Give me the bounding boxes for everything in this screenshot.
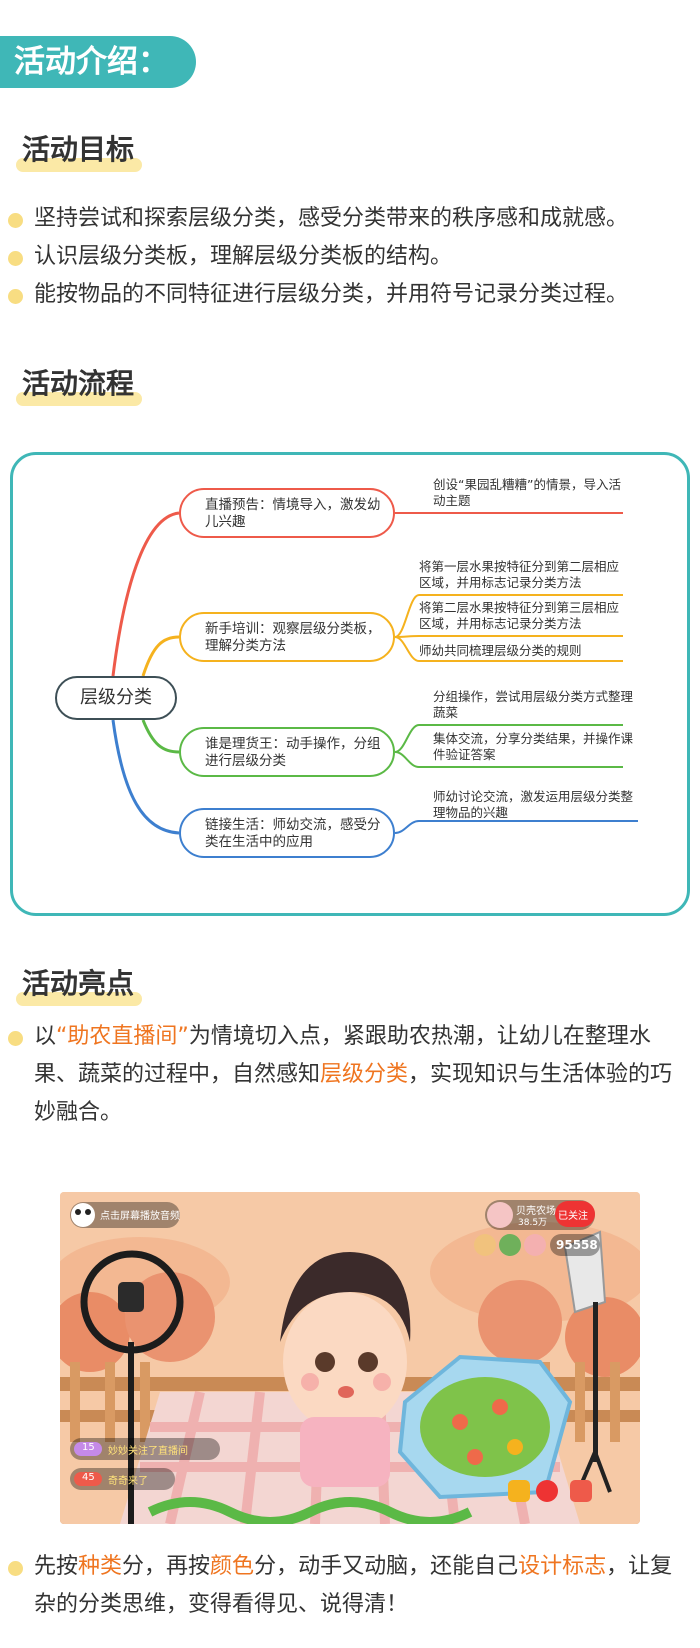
bullet-dot-icon	[8, 1561, 23, 1576]
viewer-count: 95558	[556, 1238, 598, 1252]
comment-level: 45	[82, 1472, 95, 1483]
highlight-text: 层级分类	[320, 1062, 409, 1087]
host-name: 贝壳农场	[516, 1206, 556, 1217]
goal-item: 坚持尝试和探索层级分类，感受分类带来的秩序感和成就感。	[8, 200, 698, 238]
highlight-paragraph-1: 以“助农直播间”为情境切入点，紧跟助农热潮，让幼儿在整理水果、蔬菜的过程中，自然…	[8, 1018, 674, 1132]
goal-item: 认识层级分类板，理解层级分类板的结构。	[8, 238, 698, 276]
title-highlight	[16, 992, 143, 1006]
mind-map-leaf: 师幼讨论交流，激发运用层级分类整理物品的兴趣	[433, 789, 634, 820]
mind-map-leaf: 分组操作，尝试用层级分类方式整理蔬菜	[433, 689, 634, 720]
title-highlight	[16, 158, 143, 172]
highlight-paragraph-2: 先按种类分，再按颜色分，动手又动脑，还能自己设计标志，让复杂的分类思维，变得看得…	[8, 1548, 674, 1624]
highlights-section-title: 活动亮点	[16, 962, 143, 1010]
mind-map-connectors	[111, 511, 638, 835]
flow-section-title: 活动流程	[16, 362, 143, 410]
goal-item: 能按物品的不同特征进行层级分类，并用符号记录分类过程。	[8, 276, 698, 314]
highlight-text: 种类	[78, 1554, 123, 1579]
audio-hint[interactable]: 点击屏幕播放音频	[100, 1211, 180, 1222]
mind-map-branch: 新手培训：观察层级分类板，理解分类方法	[179, 612, 395, 662]
goals-list: 坚持尝试和探索层级分类，感受分类带来的秩序感和成就感。 认识层级分类板，理解层级…	[8, 200, 698, 314]
mind-map-leaf: 创设“果园乱糟糟”的情景，导入活动主题	[433, 477, 621, 508]
mind-map-branch: 链接生活：师幼交流，感受分类在生活中的应用	[179, 808, 395, 858]
bullet-dot-icon	[8, 1031, 23, 1046]
goals-section-title: 活动目标	[16, 128, 143, 176]
bullet-dot-icon	[8, 289, 23, 304]
mind-map-leaf: 师幼共同梳理层级分类的规则	[419, 643, 582, 658]
bullet-dot-icon	[8, 251, 23, 266]
intro-banner: 活动介绍：	[0, 36, 196, 88]
mind-map-leaf: 集体交流，分享分类结果，并操作课件验证答案	[433, 731, 634, 762]
highlight-text: 颜色	[210, 1554, 255, 1579]
mind-map-branch: 直播预告：情境导入，激发幼儿兴趣	[179, 488, 395, 538]
live-stream-scene	[60, 1192, 640, 1524]
follow-button[interactable]: 已关注	[558, 1211, 588, 1222]
mind-map-root: 层级分类	[55, 676, 177, 720]
comment-text: 奇奇来了	[108, 1476, 148, 1487]
highlight-text: 设计标志	[518, 1554, 607, 1579]
live-stream-illustration: 点击屏幕播放音频 贝壳农场 38.5万 已关注 95558 15 妙妙关注了直播…	[60, 1192, 640, 1524]
comment-text: 妙妙关注了直播间	[108, 1446, 188, 1457]
mind-map: 层级分类 直播预告：情境导入，激发幼儿兴趣 新手培训：观察层级分类板，理解分类方…	[10, 452, 690, 916]
host-likes: 38.5万	[518, 1218, 548, 1228]
title-highlight	[16, 392, 143, 406]
comment-level: 15	[82, 1442, 95, 1453]
highlight-text: “助农直播间”	[56, 1024, 189, 1049]
mind-map-leaf: 将第二层水果按特征分到第三层相应区域，并用标志记录分类方法	[419, 600, 620, 631]
mind-map-branch: 谁是理货王：动手操作，分组进行层级分类	[179, 727, 395, 777]
mind-map-leaf: 将第一层水果按特征分到第二层相应区域，并用标志记录分类方法	[419, 559, 620, 590]
bullet-dot-icon	[8, 213, 23, 228]
